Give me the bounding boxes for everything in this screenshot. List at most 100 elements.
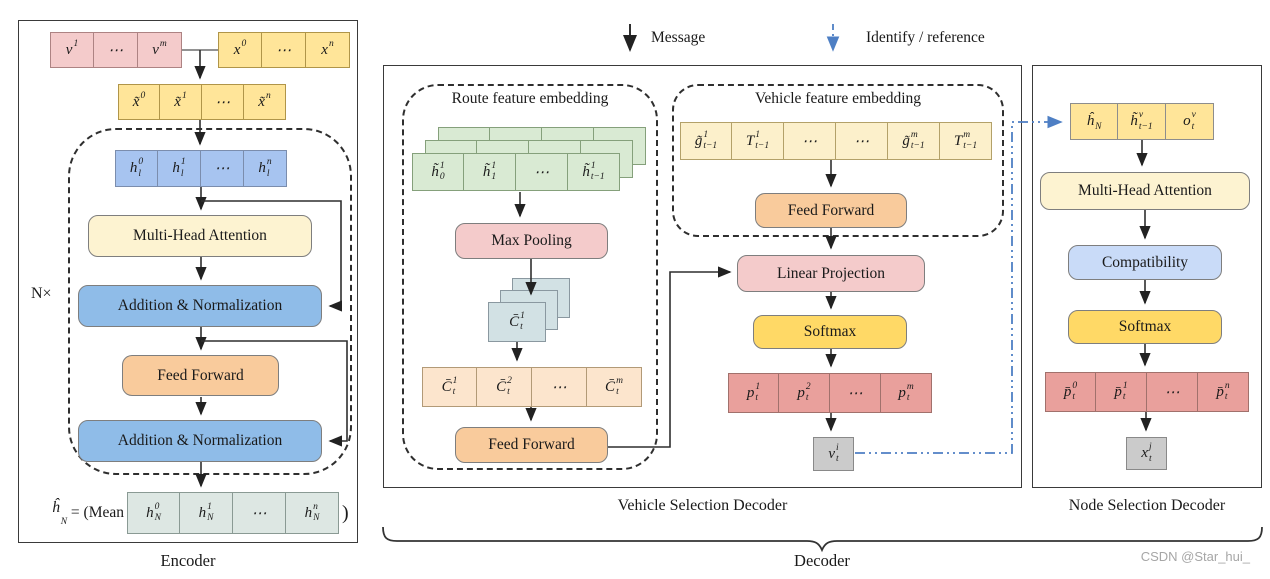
encoder-feed-forward-block: Feed Forward xyxy=(122,355,279,396)
cell: x̃n xyxy=(244,84,286,120)
math-sub: t−1 xyxy=(590,172,605,182)
math-base: ⋯ xyxy=(214,161,230,177)
math-sub: t xyxy=(1072,392,1076,402)
math-base: h xyxy=(304,504,313,521)
math-base: ĥ xyxy=(51,499,60,516)
math-scripts: 0 xyxy=(241,39,246,61)
math-base: o xyxy=(1183,113,1191,129)
route-feature-embedding-title: Route feature embedding xyxy=(451,90,609,107)
math-base: h xyxy=(172,160,180,176)
math-sub: t xyxy=(1191,121,1195,132)
xt-embedding-row: x̃0 x̃1 ⋯ x̃n xyxy=(118,84,286,120)
math-sup: m xyxy=(910,129,918,140)
math-base: h̃ xyxy=(431,163,439,180)
compatibility-block: Compatibility xyxy=(1068,245,1222,280)
math-base: x xyxy=(321,41,328,58)
math-sub: l xyxy=(180,168,184,179)
decoder-brace xyxy=(382,526,1263,553)
math-sup: 0 xyxy=(154,501,160,512)
math-base: C̄ xyxy=(605,378,616,395)
math-base: h xyxy=(146,504,154,521)
math-base: g̃ xyxy=(694,132,703,149)
math-sup: 1 xyxy=(590,160,596,171)
cell: x̃0 xyxy=(118,84,160,120)
math-sub: 1 xyxy=(491,172,497,182)
math-sub: N xyxy=(1095,121,1102,132)
math-scripts: n xyxy=(266,91,271,113)
math-sup: m xyxy=(906,381,914,392)
math-base: ⋯ xyxy=(276,42,291,59)
math-sub: N xyxy=(60,516,68,527)
math-base: p xyxy=(746,384,755,401)
math-scripts: N xyxy=(1095,111,1101,132)
math-scripts: m xyxy=(160,39,167,61)
math-base: v xyxy=(65,41,73,58)
math-sup: 0 xyxy=(140,90,146,101)
math-sub: t xyxy=(1224,392,1228,402)
math-base: x̃ xyxy=(258,93,265,110)
math-sup: n xyxy=(313,501,318,512)
math-base: v xyxy=(152,41,159,58)
math-sup: 1 xyxy=(452,375,458,386)
math-base: C̄ xyxy=(509,313,520,330)
math-base: ⋯ xyxy=(551,379,567,396)
math-scripts: 1 xyxy=(73,39,78,61)
math-base: C̄ xyxy=(496,378,507,395)
n-times-label: N× xyxy=(31,285,52,302)
math-sup: 1 xyxy=(755,381,761,392)
math-base: h xyxy=(258,160,266,176)
math-sup xyxy=(61,506,67,516)
cell: ⋯ xyxy=(1147,372,1198,412)
math-sup: m xyxy=(616,375,623,386)
mean-eq-text: = (Mean xyxy=(70,504,124,521)
encoder-addition-normalization-block-2: Addition & Normalization xyxy=(78,420,322,462)
math-base: p̄ xyxy=(1114,383,1122,400)
legend-identify-label: Identify / reference xyxy=(866,29,985,46)
math-base: ⋯ xyxy=(215,94,230,111)
math-sub xyxy=(241,51,246,61)
cell: ⋯ xyxy=(784,122,836,160)
decoder-caption: Decoder xyxy=(794,551,850,570)
math-base: g̃ xyxy=(902,132,910,149)
math-sub: t xyxy=(1122,392,1126,402)
math-scripts: 0 xyxy=(140,90,146,113)
math-sup: m xyxy=(963,129,971,140)
math-sup: n xyxy=(1224,380,1230,391)
math-sub: t−1 xyxy=(910,141,925,151)
math-sup: n xyxy=(266,157,272,167)
math-sub: t xyxy=(755,393,759,403)
mean-equation-lhs: ĥ N = (Mean xyxy=(14,492,124,534)
